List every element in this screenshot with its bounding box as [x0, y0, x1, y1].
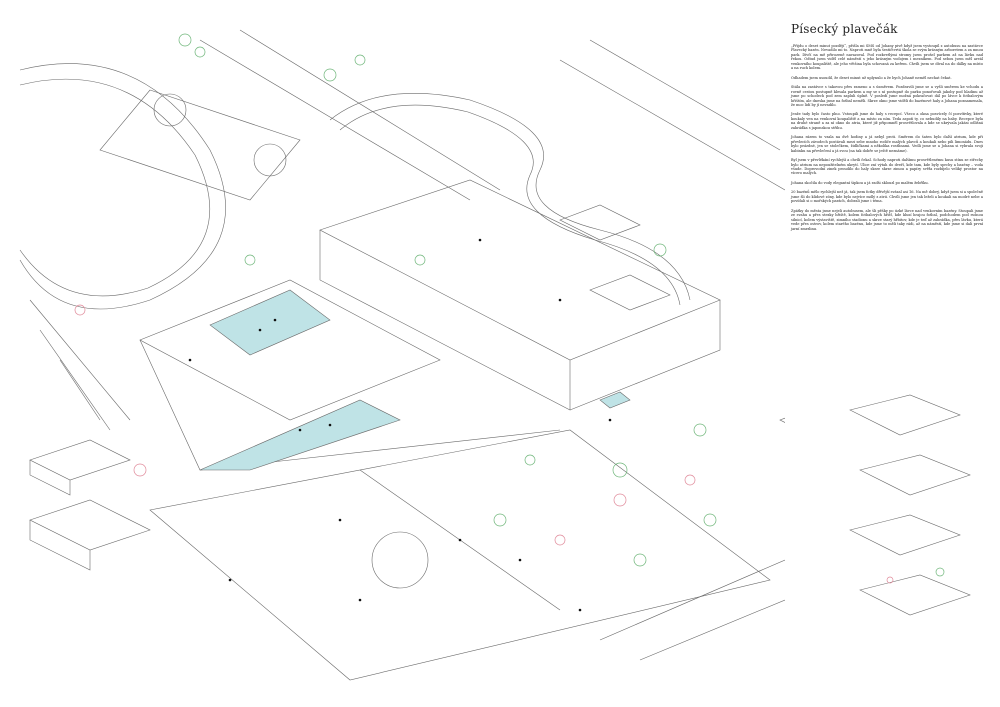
poster-title: Písecký plavečák: [791, 22, 898, 36]
building-bottom-left-1: [29, 439, 131, 481]
paragraph: Jenže tady bylo často plno. Vstoupili js…: [791, 112, 983, 130]
paragraph: 20 bazénů mělo rychlejší než já, tak jse…: [791, 190, 983, 204]
paragraph: Zpátky do města jsme nejeli autobusem, a…: [791, 208, 983, 231]
axonometric-site-drawing: [19, 29, 785, 681]
paragraph: Byl jsem v převlékání rychlejší a chvíli…: [791, 158, 983, 176]
text-column: Písecký plavečák „Přijdu o deset minut p…: [791, 22, 983, 236]
building-bottom-left-2: [29, 499, 151, 551]
park-path: [329, 93, 691, 301]
atrium-2: [589, 274, 671, 311]
atrium-1: [559, 204, 641, 241]
running-track: [19, 63, 226, 310]
paragraph: Johana rázem to vzala na dvě hodiny a já…: [791, 135, 983, 153]
paragraph: Stála na zastávce s takovou přes rameno …: [791, 85, 983, 107]
building-roof: [319, 179, 721, 361]
sports-court-top-left: [99, 89, 301, 201]
outdoor-pool: [209, 289, 331, 356]
paragraph: „Přijdu o deset minut později“, přišla m…: [791, 44, 983, 71]
diagram-fragment-1: [779, 417, 785, 423]
football-field: [149, 429, 771, 681]
small-pool: [599, 391, 631, 409]
paragraph: Odhadem jsem usoudil, že deset minut už …: [791, 75, 952, 80]
side-diagrams: [849, 394, 971, 616]
paragraph: Johana skočila do vody elegantní šipkou …: [791, 180, 929, 185]
indoor-pool: [199, 399, 401, 471]
